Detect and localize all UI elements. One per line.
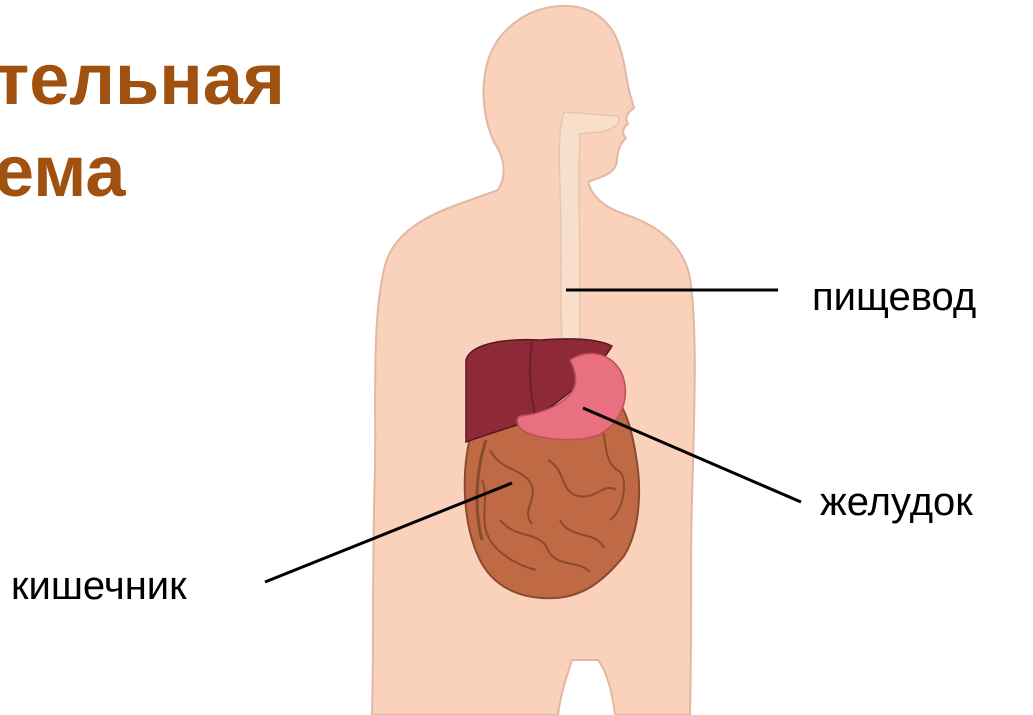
label-stomach: желудок <box>820 482 973 522</box>
label-esophagus: пищевод <box>812 277 976 317</box>
label-intestine: кишечник <box>11 566 187 606</box>
